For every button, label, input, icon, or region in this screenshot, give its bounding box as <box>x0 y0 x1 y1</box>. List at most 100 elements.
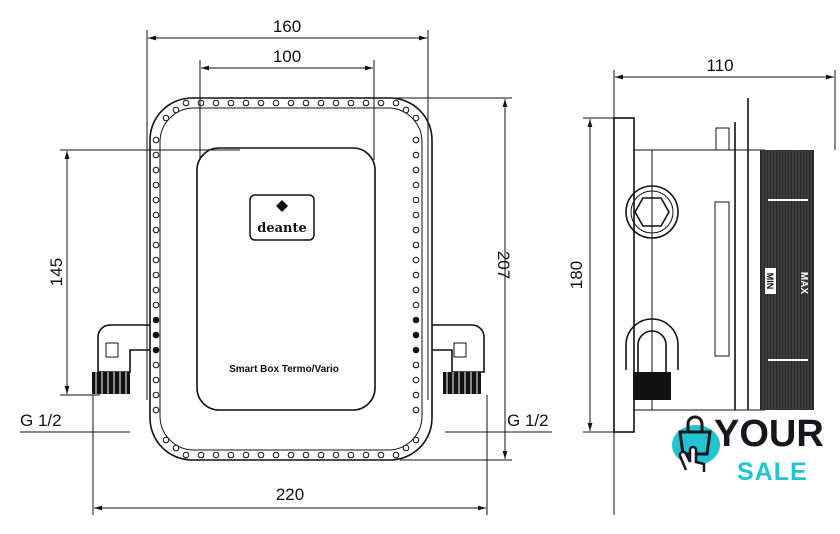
mounting-hole <box>152 271 160 279</box>
mounting-hole <box>152 196 160 204</box>
dim-145: 145 <box>47 258 66 286</box>
mounting-hole <box>172 444 180 452</box>
mounting-hole <box>332 99 340 107</box>
mounting-hole <box>182 451 190 459</box>
cover-panel <box>196 147 376 411</box>
mounting-hole <box>377 451 385 459</box>
mounting-hole <box>412 114 420 122</box>
mounting-hole <box>162 436 170 444</box>
mounting-hole <box>412 376 420 384</box>
mounting-hole <box>412 226 420 234</box>
mounting-hole <box>412 346 420 354</box>
mounting-hole <box>412 301 420 309</box>
mounting-hole <box>152 316 160 324</box>
mounting-hole <box>287 451 295 459</box>
mounting-hole <box>412 256 420 264</box>
mounting-hole <box>412 286 420 294</box>
mounting-hole <box>152 376 160 384</box>
mounting-holes <box>152 99 420 459</box>
max-label: MAX <box>798 272 809 295</box>
mounting-hole <box>152 361 160 369</box>
mounting-hole <box>412 331 420 339</box>
hex-nut-icon <box>634 197 670 227</box>
mounting-hole <box>287 99 295 107</box>
mounting-hole <box>212 99 220 107</box>
mounting-hole <box>152 301 160 309</box>
logo-sale: SALE <box>737 458 808 486</box>
mounting-hole <box>227 99 235 107</box>
mounting-hole <box>412 271 420 279</box>
dim-207: 207 <box>494 251 513 279</box>
mounting-hole <box>152 256 160 264</box>
mounting-hole <box>152 391 160 399</box>
mounting-hole <box>317 99 325 107</box>
mounting-hole <box>152 406 160 414</box>
mounting-hole <box>212 451 220 459</box>
mounting-hole <box>227 451 235 459</box>
brand-name: deante <box>257 221 307 236</box>
mounting-hole <box>412 361 420 369</box>
mounting-hole <box>152 346 160 354</box>
dim-180: 180 <box>567 261 586 289</box>
mounting-hole <box>402 444 410 452</box>
mounting-hole <box>412 211 420 219</box>
mounting-hole <box>152 136 160 144</box>
frame-inner <box>159 107 423 451</box>
mounting-hole <box>332 451 340 459</box>
left-connector <box>92 324 150 394</box>
mounting-hole <box>347 99 355 107</box>
mounting-hole <box>152 241 160 249</box>
mounting-hole <box>172 106 180 114</box>
upper-valve <box>625 185 679 239</box>
thread-left-label: G 1/2 <box>20 411 62 430</box>
frame-outer <box>149 97 433 461</box>
mounting-hole <box>402 106 410 114</box>
yoursale-logo: YOUR SALE <box>672 413 824 486</box>
mounting-hole <box>412 406 420 414</box>
mounting-hole <box>302 99 310 107</box>
lower-valve <box>625 318 679 370</box>
mounting-hole <box>412 391 420 399</box>
mounting-hole <box>412 196 420 204</box>
mounting-hole <box>362 451 370 459</box>
mounting-hole <box>362 99 370 107</box>
mounting-hole <box>162 114 170 122</box>
dim-220: 220 <box>276 485 304 504</box>
mounting-hole <box>152 166 160 174</box>
dim-160: 160 <box>273 17 301 36</box>
thread-right-label: G 1/2 <box>507 411 549 430</box>
mounting-hole <box>412 166 420 174</box>
mounting-hole <box>272 99 280 107</box>
mounting-hole <box>412 136 420 144</box>
mounting-hole <box>412 181 420 189</box>
min-label: MIN <box>765 273 775 290</box>
brand-logo-box <box>249 194 315 241</box>
mounting-hole <box>317 451 325 459</box>
mounting-hole <box>257 99 265 107</box>
brand-diamond-icon <box>276 200 288 212</box>
mounting-hole <box>152 181 160 189</box>
mounting-hole <box>152 151 160 159</box>
mounting-hole <box>272 451 280 459</box>
product-label: Smart Box Termo/Vario <box>229 364 339 375</box>
side-view: MIN MAX 110 180 <box>567 56 836 515</box>
mounting-hole <box>412 436 420 444</box>
mounting-hole <box>412 316 420 324</box>
mounting-hole <box>392 99 400 107</box>
mounting-hole <box>257 451 265 459</box>
mounting-hole <box>412 151 420 159</box>
mounting-hole <box>152 331 160 339</box>
hand-pointer-icon <box>678 445 706 472</box>
mounting-hole <box>182 99 190 107</box>
dim-110: 110 <box>706 56 733 75</box>
mounting-hole <box>152 211 160 219</box>
mounting-hole <box>197 99 205 107</box>
right-connector <box>432 324 485 394</box>
mounting-hole <box>242 99 250 107</box>
mounting-hole <box>302 451 310 459</box>
front-view: deante Smart Box Termo/Vario 160 100 220 <box>20 17 552 515</box>
mounting-hole <box>152 286 160 294</box>
mounting-hole <box>197 451 205 459</box>
